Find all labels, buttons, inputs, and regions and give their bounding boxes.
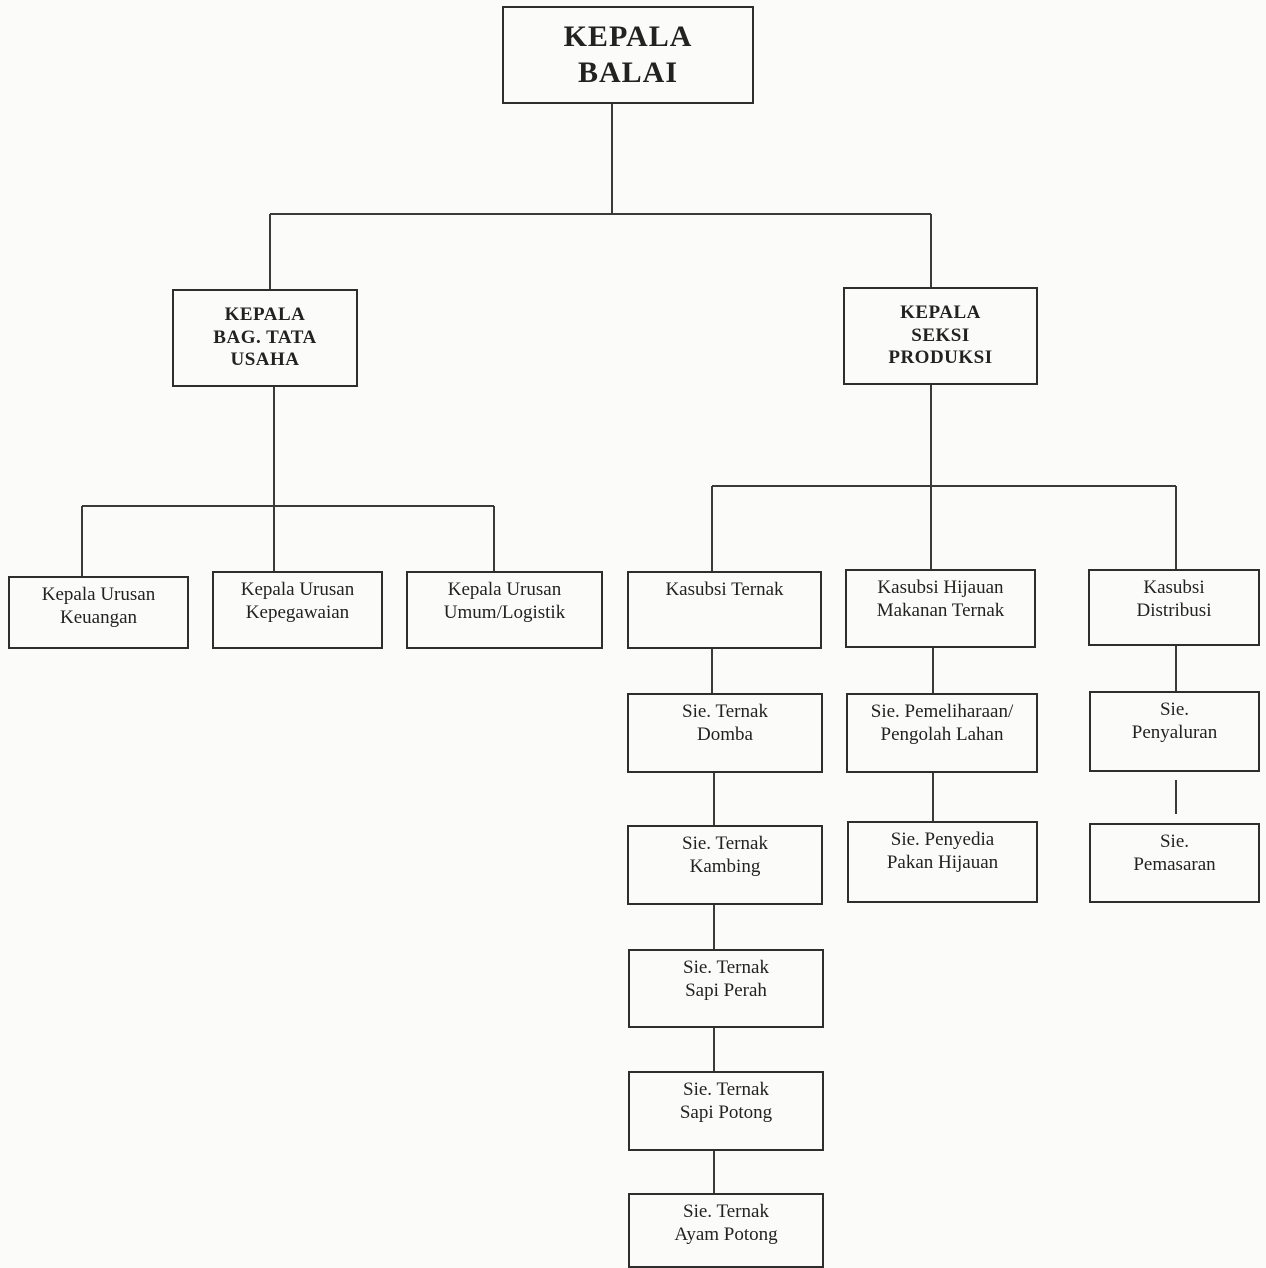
- node-kepala-seksi-produksi: KEPALA SEKSI PRODUKSI: [843, 287, 1038, 385]
- node-kasubsi-hijauan-makanan-ternak: Kasubsi Hijauan Makanan Ternak: [845, 569, 1036, 648]
- node-sie-pemeliharaan-pengolah-lahan: Sie. Pemeliharaan/ Pengolah Lahan: [846, 693, 1038, 773]
- node-sie-pemasaran: Sie. Pemasaran: [1089, 823, 1260, 903]
- node-sie-penyaluran: Sie. Penyaluran: [1089, 691, 1260, 772]
- node-sie-ternak-domba: Sie. Ternak Domba: [627, 693, 823, 773]
- node-sie-ternak-ayam-potong: Sie. Ternak Ayam Potong: [628, 1193, 824, 1268]
- node-kepala-balai: KEPALA BALAI: [502, 6, 754, 104]
- node-kepala-urusan-kepegawaian: Kepala Urusan Kepegawaian: [212, 571, 383, 649]
- node-sie-ternak-sapi-perah: Sie. Ternak Sapi Perah: [628, 949, 824, 1028]
- node-kasubsi-distribusi: Kasubsi Distribusi: [1088, 569, 1260, 646]
- node-sie-ternak-sapi-potong: Sie. Ternak Sapi Potong: [628, 1071, 824, 1151]
- node-kasubsi-ternak: Kasubsi Ternak: [627, 571, 822, 649]
- node-sie-ternak-kambing: Sie. Ternak Kambing: [627, 825, 823, 905]
- node-kepala-urusan-umum-logistik: Kepala Urusan Umum/Logistik: [406, 571, 603, 649]
- node-sie-penyedia-pakan-hijauan: Sie. Penyedia Pakan Hijauan: [847, 821, 1038, 903]
- node-kepala-urusan-keuangan: Kepala Urusan Keuangan: [8, 576, 189, 649]
- node-kepala-bag-tata-usaha: KEPALA BAG. TATA USAHA: [172, 289, 358, 387]
